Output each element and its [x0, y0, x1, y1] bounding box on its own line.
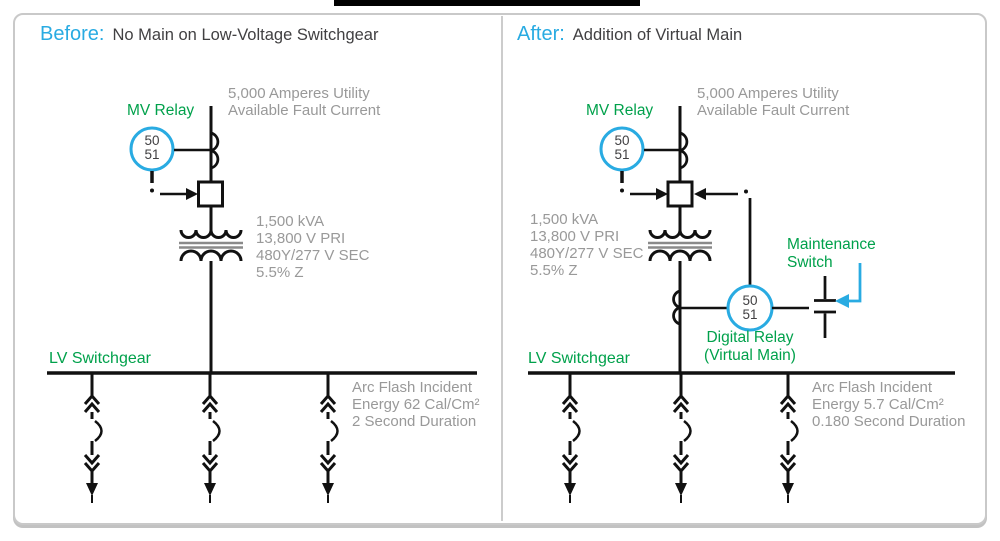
note-line: Available Fault Current: [697, 102, 850, 119]
spec-line: 1,500 kVA: [530, 211, 599, 228]
mv-relay-label: MV Relay: [127, 102, 195, 119]
spec-line: 13,800 V PRI: [256, 230, 346, 247]
utility-fault-note: 5,000 Amperes Utility Available Fault Cu…: [697, 85, 849, 119]
digital-relay-circle: [726, 284, 809, 332]
device-number: 50: [742, 293, 758, 308]
note-line: Arc Flash Incident: [352, 379, 473, 396]
note-line: 2 Second Duration: [352, 413, 477, 430]
maintenance-switch-pointer-arrow: [835, 263, 862, 308]
spec-line: 1,500 kVA: [256, 213, 325, 230]
spec-line: 480Y/277 V SEC: [256, 247, 370, 264]
figure-frame: [13, 13, 987, 525]
title-text: No Main on Low-Voltage Switchgear: [112, 26, 379, 44]
note-line: Energy 5.7 Cal/Cm²: [812, 396, 944, 413]
device-number: 51: [144, 147, 160, 162]
arc-flash-note: Arc Flash Incident Energy 62 Cal/Cm² 2 S…: [352, 379, 480, 430]
note-line: Energy 62 Cal/Cm²: [352, 396, 480, 413]
mv-relay-device-numbers: 50 51: [602, 134, 642, 162]
note-line: Available Fault Current: [228, 102, 381, 119]
mv-relay-label: MV Relay: [586, 102, 654, 119]
virtual-main-trip-arrow: [694, 188, 752, 286]
label-line: Switch: [787, 254, 833, 271]
arc-flash-note: Arc Flash Incident Energy 5.7 Cal/Cm² 0.…: [812, 379, 965, 430]
virtual-main-ct-icon: [672, 289, 728, 326]
trip-signal-arrow: [150, 171, 198, 200]
spec-line: 13,800 V PRI: [530, 228, 620, 245]
digital-relay-device-numbers: 50 51: [730, 294, 770, 322]
note-line: 0.180 Second Duration: [812, 413, 966, 430]
trip-signal-arrow: [620, 171, 668, 200]
utility-fault-note: 5,000 Amperes Utility Available Fault Cu…: [228, 85, 380, 119]
spec-line: 5.5% Z: [256, 264, 304, 281]
lv-switchgear-label: LV Switchgear: [49, 350, 151, 367]
maintenance-switch-label: Maintenance Switch: [787, 236, 876, 272]
before-panel-title: Before: No Main on Low-Voltage Switchgea…: [40, 23, 378, 46]
after-diagram: [528, 106, 955, 505]
device-number: 50: [144, 133, 160, 148]
transformer-icon: [179, 229, 243, 262]
transformer-icon: [648, 229, 712, 262]
title-prefix: After:: [517, 23, 565, 45]
device-number: 51: [614, 147, 630, 162]
note-line: Arc Flash Incident: [812, 379, 933, 396]
label-line: Maintenance: [787, 236, 876, 253]
transformer-specs: 1,500 kVA 13,800 V PRI 480Y/277 V SEC 5.…: [256, 213, 369, 281]
mv-relay-circle: [599, 126, 680, 172]
panel-divider: [501, 16, 503, 521]
cropped-header-bar: [334, 0, 640, 6]
note-line: 5,000 Amperes Utility: [697, 85, 839, 102]
device-number: 51: [742, 307, 758, 322]
mv-relay-circle: [129, 126, 211, 172]
before-diagram: [47, 106, 477, 505]
transformer-specs: 1,500 kVA 13,800 V PRI 480Y/277 V SEC 5.…: [530, 211, 643, 279]
spec-line: 5.5% Z: [530, 262, 578, 279]
mv-breaker-icon: [666, 180, 694, 208]
feeder-breaker-icon: [561, 372, 799, 505]
title-prefix: Before:: [40, 23, 105, 45]
note-line: 5,000 Amperes Utility: [228, 85, 370, 102]
maintenance-switch-icon: [814, 276, 836, 338]
title-text: Addition of Virtual Main: [572, 26, 743, 44]
label-line: (Virtual Main): [704, 347, 796, 364]
label-line: Digital Relay: [706, 329, 794, 346]
lv-switchgear-label: LV Switchgear: [528, 350, 630, 367]
after-panel-title: After: Addition of Virtual Main: [517, 23, 742, 46]
feeder-breaker-icon: [83, 372, 339, 505]
digital-relay-label: Digital Relay (Virtual Main): [670, 329, 830, 365]
device-number: 50: [614, 133, 630, 148]
spec-line: 480Y/277 V SEC: [530, 245, 644, 262]
mv-relay-device-numbers: 50 51: [132, 134, 172, 162]
mv-breaker-icon: [197, 180, 224, 208]
